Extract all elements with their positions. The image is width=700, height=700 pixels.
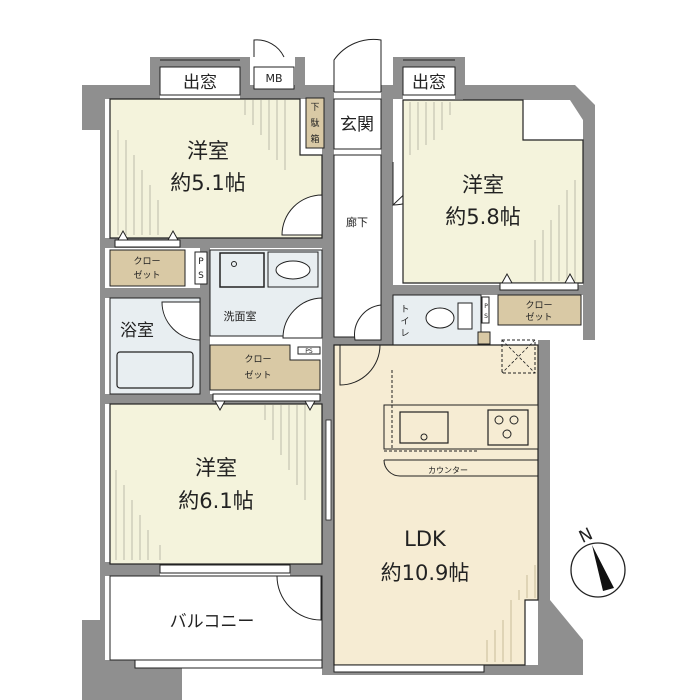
- closet-label: クロー: [244, 354, 271, 365]
- room-western-1: 洋室 約5.1帖: [109, 98, 323, 239]
- ps-char: P: [198, 257, 204, 267]
- door-ldk[interactable]: [339, 344, 381, 386]
- range-hood-icon: [501, 339, 536, 374]
- washroom: 洗面室: [209, 249, 323, 339]
- ps-label: PS: [305, 348, 313, 355]
- room-name: LDK: [404, 527, 447, 551]
- toilet-bowl-icon: [425, 307, 455, 329]
- closet-label: クロー: [525, 300, 552, 311]
- ps-char: P: [484, 303, 488, 310]
- toilet-tank-icon: [457, 302, 473, 330]
- closet-label: ゼット: [133, 269, 160, 281]
- door-western-1[interactable]: [281, 194, 323, 236]
- closet-label: ゼット: [244, 369, 271, 381]
- room-size: 約5.1帖: [170, 171, 245, 195]
- entrance: 玄関: [333, 38, 382, 150]
- closet-label: ゼット: [525, 311, 552, 323]
- toilet-char: イ: [400, 317, 409, 327]
- corridor-label: 廊下: [346, 215, 368, 229]
- room-name: 洋室: [195, 456, 237, 480]
- room-western-3: 洋室 約6.1帖: [109, 393, 323, 574]
- entrance-door[interactable]: [333, 38, 382, 92]
- bathroom-label: 浴室: [120, 321, 154, 341]
- ps-char: S: [198, 271, 204, 281]
- toilet-char: ト: [400, 305, 409, 315]
- bay-window-label: 出窓: [183, 73, 217, 93]
- shoe-box-char: 駄: [310, 117, 319, 129]
- closet-label: クロー: [133, 256, 160, 267]
- bay-window-left: 出窓: [159, 59, 241, 96]
- pipe-space-right: P S: [481, 296, 490, 324]
- window: [333, 664, 485, 673]
- meter-box: MB: [253, 66, 295, 90]
- bay-window-right: 出窓: [402, 59, 456, 96]
- room-size: 約5.8帖: [445, 205, 520, 229]
- closet-middle: PS クロー ゼット: [209, 344, 321, 391]
- washroom-label: 洗面室: [224, 309, 257, 323]
- sink-icon: [275, 260, 311, 280]
- room-name: 洋室: [462, 173, 504, 197]
- compass: N: [570, 524, 626, 598]
- bathtub-icon: [116, 351, 194, 389]
- shoe-box-char: 箱: [310, 133, 319, 145]
- washing-machine-pan: [219, 252, 265, 288]
- bathroom: 浴室: [109, 297, 201, 395]
- closet-right: クロー ゼット: [497, 272, 582, 326]
- window: [159, 564, 291, 574]
- ps-char: S: [484, 313, 488, 320]
- toilet-char: レ: [400, 329, 409, 339]
- toilet: ト イ レ: [354, 294, 491, 346]
- counter: [383, 459, 538, 477]
- room-size: 約10.9帖: [381, 561, 470, 585]
- shoe-box: 下 駄 箱: [305, 97, 325, 149]
- counter-label: カウンター: [428, 466, 468, 475]
- closet-left-top: クロー ゼット: [109, 229, 186, 287]
- bay-window-label: 出窓: [412, 73, 446, 93]
- north-arrow-icon: [592, 545, 614, 591]
- door-bathroom[interactable]: [161, 301, 201, 341]
- door-swing: [253, 39, 285, 58]
- room-size: 約6.1帖: [178, 489, 253, 513]
- pipe-space-left: P S: [194, 251, 208, 285]
- room-western-2: 洋室 約5.8帖: [402, 99, 584, 284]
- door-balcony[interactable]: [276, 575, 322, 621]
- meter-box-label: MB: [265, 72, 282, 85]
- room-name: 洋室: [187, 139, 229, 163]
- balcony-label: バルコニー: [170, 612, 255, 632]
- door-toilet[interactable]: [354, 304, 382, 341]
- entrance-label: 玄関: [340, 115, 374, 135]
- drain-icon: [231, 261, 237, 267]
- balcony: バルコニー: [109, 575, 323, 669]
- kitchen-sink-icon: [399, 411, 449, 444]
- door-washroom[interactable]: [282, 297, 323, 339]
- room-ldk: カウンター LDK 約10.9帖: [325, 339, 539, 673]
- shoe-box-char: 下: [310, 103, 319, 113]
- stove-icon: [487, 409, 529, 446]
